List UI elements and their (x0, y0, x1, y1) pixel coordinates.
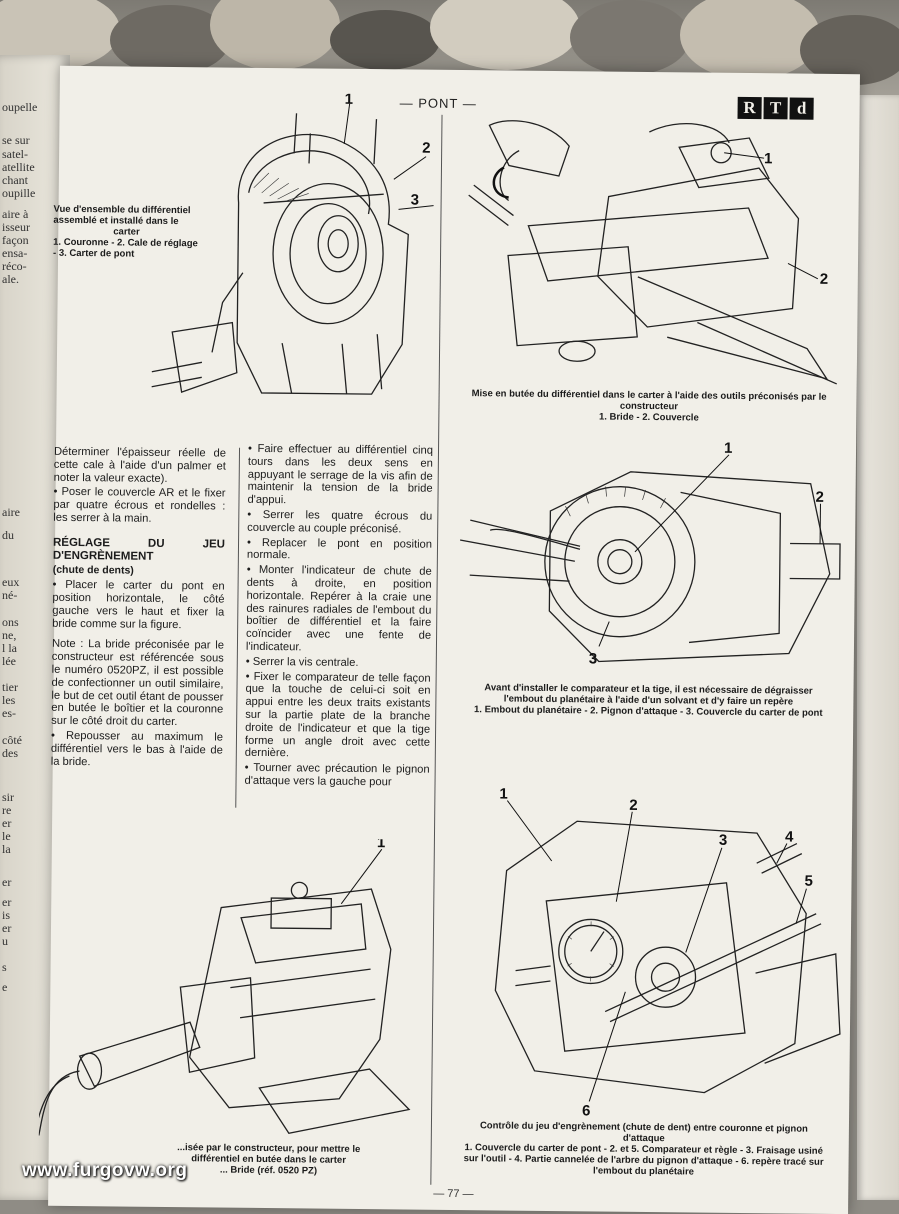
left-page-text-fragment: e (2, 980, 7, 995)
left-page-text-fragment: né- (2, 588, 17, 603)
text-column-2: • Faire effectuer au différentiel cinq t… (244, 443, 433, 792)
pebble (430, 0, 580, 70)
watermark: www.furgovw.org (22, 1160, 187, 1182)
callout-1: 1 (377, 836, 386, 852)
callout-3-overlay: 3 (409, 189, 439, 209)
bullet: • Monter l'indicateur de chute de dents … (246, 564, 432, 656)
bullet: • Faire effectuer au différentiel cinq t… (247, 443, 433, 509)
callout-6: 6 (582, 1102, 591, 1119)
callout-2: 2 (815, 489, 824, 506)
left-page-text-fragment: er (2, 875, 11, 890)
callout-3: 3 (411, 191, 420, 208)
left-page-text-fragment: s (2, 960, 7, 975)
figure-bride-tool: 1 (39, 836, 432, 1140)
bullet: • Replacer le pont en position normale. (247, 536, 432, 564)
callout-1: 1 (724, 440, 733, 457)
left-page-text-fragment: du (2, 528, 14, 543)
manual-page: — PONT — R T d 1 2 3 (48, 66, 860, 1214)
figure-planetary-end: 1 2 3 (459, 430, 852, 684)
callout-1: 1 (764, 150, 773, 167)
left-page-text-fragment: oupelle (2, 100, 37, 115)
bullet: • Serrer la vis centrale. (246, 656, 431, 671)
figure-dial-indicator: 1 2 3 4 5 6 (454, 770, 848, 1119)
text-column-1: Déterminer l'épaisseur réelle de cette c… (51, 446, 226, 772)
paragraph: Déterminer l'épaisseur réelle de cette c… (54, 446, 226, 486)
callout-2: 2 (820, 271, 829, 288)
underlying-page-stack (857, 95, 899, 1200)
figure-caption-2: Mise en butée du différentiel dans le ca… (451, 388, 846, 425)
pebble (680, 0, 820, 80)
left-page-text-fragment: se sur (2, 133, 30, 148)
column-divider-left (235, 448, 240, 808)
callout-1: 1 (345, 92, 354, 108)
callout-2: 2 (422, 140, 431, 157)
figure-caption-3: Avant d'installer le comparateur et la t… (448, 682, 848, 719)
section-heading: RÉGLAGE DU JEU D'ENGRÈNEMENT (53, 537, 225, 564)
left-page-text-fragment: u (2, 934, 8, 949)
bullet: • Tourner avec précaution le pignon d'at… (244, 762, 429, 790)
caption-line: assemblé et installé dans le (53, 215, 203, 228)
figure-caption-1: Vue d'ensemble du différentiel assemblé … (53, 204, 204, 261)
callout-3: 3 (719, 832, 728, 849)
pebble (210, 0, 340, 70)
left-page-text-fragment: des (2, 746, 18, 761)
page-number: — 77 — (433, 1188, 473, 1200)
bullet: • Poser le couvercle AR et le fixer par … (53, 486, 225, 526)
note: Note : La bride préconisée par le constr… (51, 638, 224, 729)
caption-line: - 3. Carter de pont (53, 248, 203, 261)
callout-2: 2 (629, 797, 638, 814)
section-subheading: (chute de dents) (53, 564, 225, 579)
left-page-text-fragment: lée (2, 654, 16, 669)
left-page-text-fragment: es- (2, 706, 16, 721)
figure-vise-differential: 1 2 (447, 105, 855, 389)
left-page-text-fragment: ale. (2, 272, 19, 287)
callout-5: 5 (804, 873, 813, 890)
bullet: • Placer le carter du pont en position h… (52, 579, 225, 632)
left-page-text-fragment: la (2, 842, 11, 857)
callout-3: 3 (589, 650, 598, 667)
left-page-text-fragment: oupille (2, 186, 35, 201)
bullet: • Serrer les quatre écrous du couvercle … (247, 509, 432, 537)
figure-caption-4: Contrôle du jeu d'engrènement (chute de … (443, 1120, 844, 1179)
callout-4: 4 (785, 828, 794, 845)
left-page-text-fragment: aire (2, 505, 20, 520)
pebble (330, 10, 440, 70)
pebble (570, 0, 690, 75)
bullet: • Fixer le comparateur de telle façon qu… (245, 670, 431, 762)
bullet: • Repousser au maximum le différentiel v… (51, 730, 223, 770)
callout-1: 1 (499, 785, 508, 802)
